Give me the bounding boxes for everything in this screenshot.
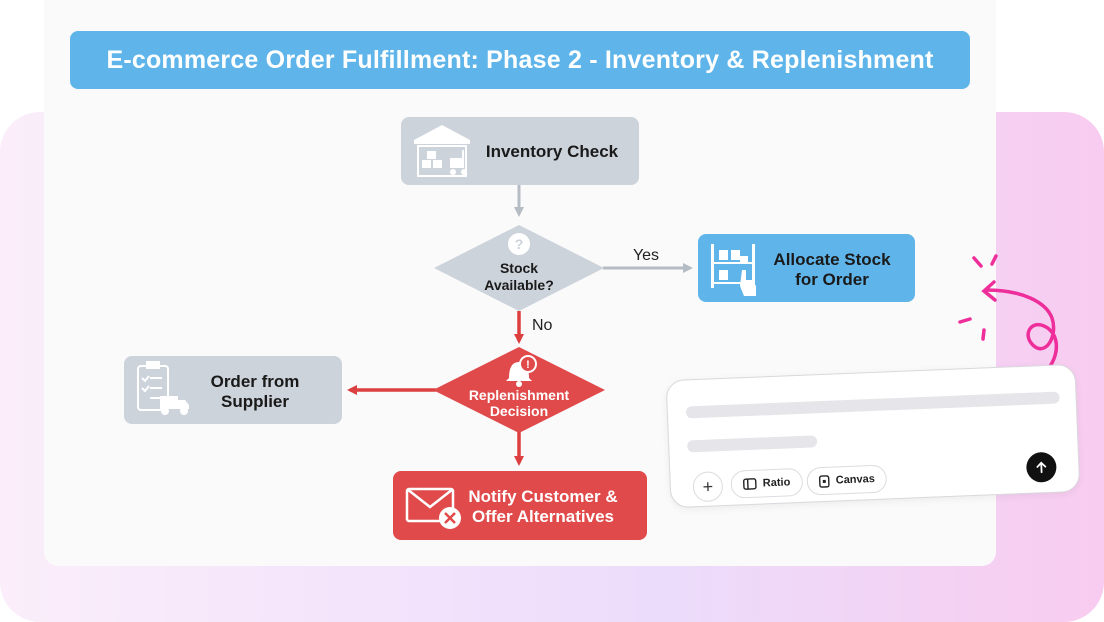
decision-label-line1: Stock: [500, 260, 538, 276]
canvas-button[interactable]: Canvas: [806, 464, 888, 496]
diagram-title: E-commerce Order Fulfillment: Phase 2 - …: [70, 31, 970, 89]
node-stock-decision: ? Stock Available?: [434, 225, 604, 311]
alert-bell-icon: !: [506, 355, 537, 387]
clipboard-truck-icon: [137, 361, 189, 415]
question-icon: ?: [508, 233, 530, 255]
edge-label-no: No: [532, 317, 553, 334]
replenish-label-line2: Decision: [490, 403, 548, 419]
svg-text:?: ?: [515, 236, 524, 252]
arrow-up-icon: [1036, 461, 1047, 474]
prompt-input-card[interactable]: + Ratio Canvas: [665, 363, 1081, 509]
canvas-label: Canvas: [835, 472, 876, 487]
notify-label-line1: Notify Customer &: [468, 487, 617, 506]
node-notify-customer: Notify Customer & Offer Alternatives: [393, 471, 647, 540]
decision-label-line2: Available?: [484, 277, 554, 293]
node-allocate-stock: Allocate Stock for Order: [698, 234, 915, 302]
order-label-line1: Order from: [211, 372, 300, 391]
svg-text:!: !: [526, 359, 530, 371]
node-inventory-check: Inventory Check: [401, 117, 639, 185]
ratio-label: Ratio: [762, 476, 791, 490]
plus-icon: +: [702, 475, 714, 497]
canvas-icon: [818, 474, 831, 488]
allocate-label-line2: for Order: [795, 270, 869, 289]
prompt-placeholder-line: [685, 391, 1060, 419]
node-inventory-label: Inventory Check: [486, 142, 619, 161]
add-button[interactable]: +: [692, 471, 724, 503]
shelf-hand-icon: [711, 244, 756, 296]
warehouse-icon: [414, 125, 470, 177]
edge-label-yes: Yes: [633, 247, 659, 264]
ratio-icon: [743, 478, 757, 491]
node-replenishment-decision: ! Replenishment Decision: [433, 347, 605, 433]
send-button[interactable]: [1025, 451, 1057, 483]
notify-label-line2: Offer Alternatives: [472, 507, 614, 526]
node-order-supplier: Order from Supplier: [124, 356, 342, 424]
pink-curved-arrow-icon: [958, 254, 1058, 374]
envelope-x-icon: [405, 487, 461, 529]
allocate-label-line1: Allocate Stock: [773, 250, 891, 269]
ratio-button[interactable]: Ratio: [730, 467, 803, 499]
prompt-placeholder-line: [687, 435, 818, 453]
replenish-label-line1: Replenishment: [469, 387, 570, 403]
order-label-line2: Supplier: [221, 392, 289, 411]
